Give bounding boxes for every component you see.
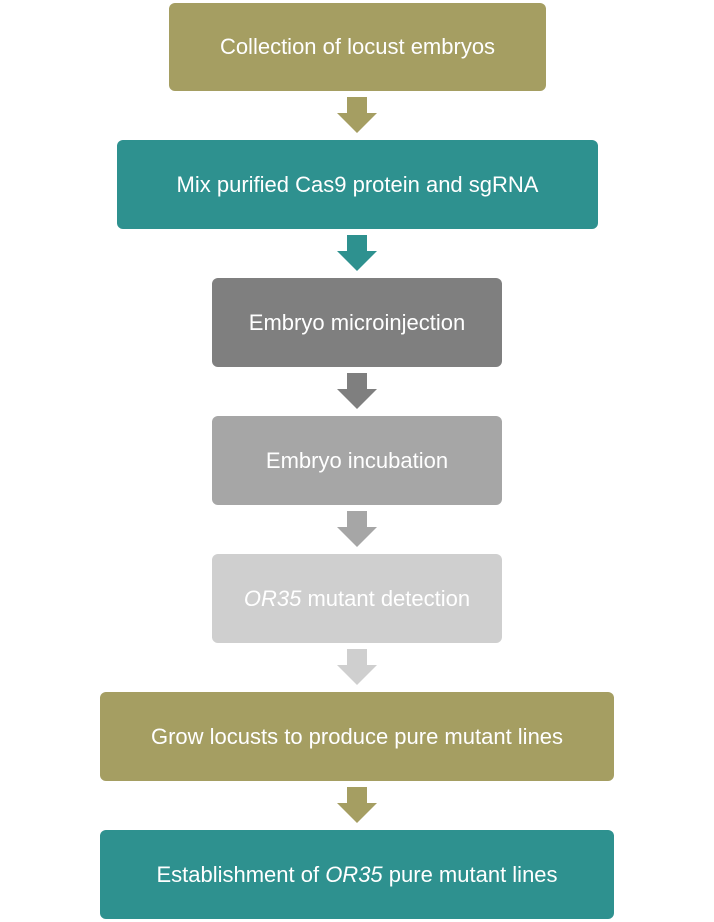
arrow-5 (337, 649, 377, 685)
arrow-4 (337, 511, 377, 547)
down-arrow-icon (337, 373, 377, 409)
arrow-2 (337, 235, 377, 271)
step-establishment-prefix: Establishment of (156, 861, 326, 887)
step-detection-label: OR35 mutant detection (244, 586, 470, 612)
step-microinjection-label: Embryo microinjection (248, 309, 466, 335)
step-grow: Grow locusts to produce pure mutant line… (100, 692, 614, 781)
step-mix: Mix purified Cas9 protein and sgRNA (117, 140, 598, 229)
down-arrow-icon (337, 649, 377, 685)
arrow-6 (337, 787, 377, 823)
step-microinjection: Embryo microinjection (212, 278, 502, 367)
down-arrow-icon (337, 787, 377, 823)
step-detection: OR35 mutant detection (212, 554, 502, 643)
step-mix-label: Mix purified Cas9 protein and sgRNA (176, 171, 539, 197)
step-establishment-suffix: pure mutant lines (382, 861, 558, 887)
step-collection: Collection of locust embryos (169, 3, 546, 91)
step-incubation: Embryo incubation (212, 416, 502, 505)
step-incubation-label: Embryo incubation (265, 447, 449, 473)
step-collection-label: Collection of locust embryos (219, 34, 496, 59)
step-detection-rest: mutant detection (301, 585, 471, 611)
arrow-3 (337, 373, 377, 409)
down-arrow-icon (337, 97, 377, 133)
step-establishment: Establishment of OR35 pure mutant lines (100, 830, 614, 919)
arrow-1 (337, 97, 377, 133)
step-establishment-label: Establishment of OR35 pure mutant lines (156, 862, 557, 888)
down-arrow-icon (337, 511, 377, 547)
gene-name: OR35 (243, 585, 302, 611)
down-arrow-icon (337, 235, 377, 271)
gene-name: OR35 (325, 861, 383, 887)
step-grow-label: Grow locusts to produce pure mutant line… (150, 723, 564, 749)
